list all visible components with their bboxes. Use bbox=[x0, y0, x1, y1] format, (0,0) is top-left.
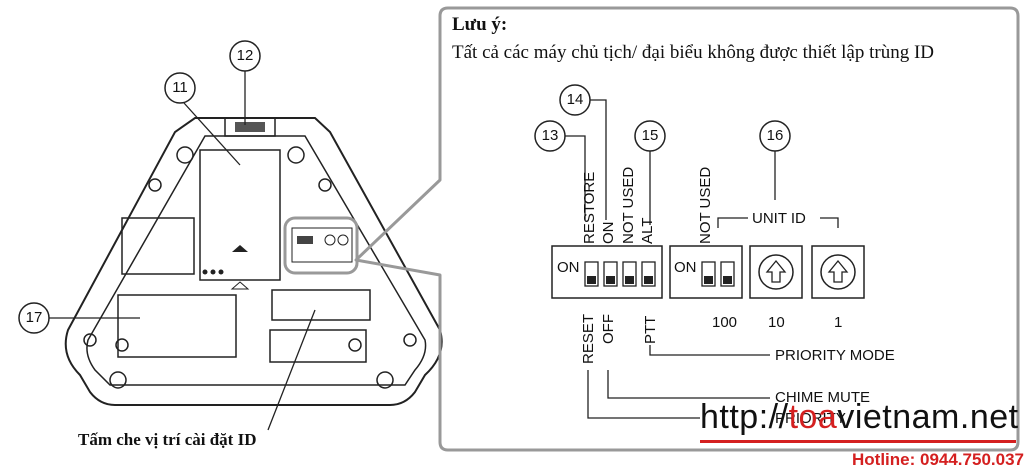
label-10: 10 bbox=[768, 314, 785, 331]
watermark-url: http://toavietnam.net bbox=[700, 398, 1019, 436]
zoom-highlight bbox=[283, 216, 359, 275]
rotary-switch-10 bbox=[749, 245, 803, 299]
label-1: 1 bbox=[834, 314, 843, 331]
label-on: ON bbox=[600, 221, 617, 245]
cover-plate bbox=[199, 149, 281, 281]
label-off: OFF bbox=[600, 314, 617, 344]
label-ptt: PTT bbox=[642, 315, 659, 344]
callout-11: 11 bbox=[172, 79, 188, 96]
device-inner-edge bbox=[86, 135, 427, 386]
note-title: Lưu ý: bbox=[452, 14, 508, 35]
rotary-switch-1 bbox=[811, 245, 865, 299]
dip-switch-4 bbox=[551, 245, 663, 299]
label-priority-mode: PRIORITY MODE bbox=[775, 347, 895, 364]
label-restore: RESTORE bbox=[581, 171, 598, 244]
label-alt: ALT bbox=[639, 217, 656, 244]
label-priority: PRIORITY bbox=[775, 410, 846, 427]
dip-on-label-2: ON bbox=[674, 259, 697, 276]
label-not-used: NOT USED bbox=[620, 166, 637, 244]
hotline-text: Hotline: 0944.750.037 bbox=[852, 450, 1024, 469]
callout-16: 16 bbox=[766, 127, 784, 144]
label-100: 100 bbox=[712, 314, 738, 331]
label-not-used-2: NOT USED bbox=[697, 166, 714, 244]
callout-14: 14 bbox=[566, 91, 584, 108]
callout-12: 12 bbox=[236, 47, 254, 64]
watermark-underline bbox=[700, 440, 1016, 443]
label-chime-mute: CHIME MUTE bbox=[775, 389, 870, 406]
callout-13: 13 bbox=[541, 127, 559, 144]
label-unit-id: UNIT ID bbox=[752, 210, 806, 227]
label-reset: RESET bbox=[580, 313, 597, 364]
screw-holes bbox=[83, 146, 417, 389]
dip-switch-2 bbox=[669, 245, 743, 299]
dip-on-label-1: ON bbox=[557, 259, 580, 276]
callout-17: 17 bbox=[25, 309, 43, 326]
note-body: Tất cả các máy chủ tịch/ đại biểu không … bbox=[452, 42, 934, 63]
cover-caption: Tấm che vị trí cài đặt ID bbox=[78, 430, 257, 449]
callout-15: 15 bbox=[641, 127, 659, 144]
note-frame bbox=[354, 6, 1020, 452]
top-connector bbox=[224, 117, 276, 137]
